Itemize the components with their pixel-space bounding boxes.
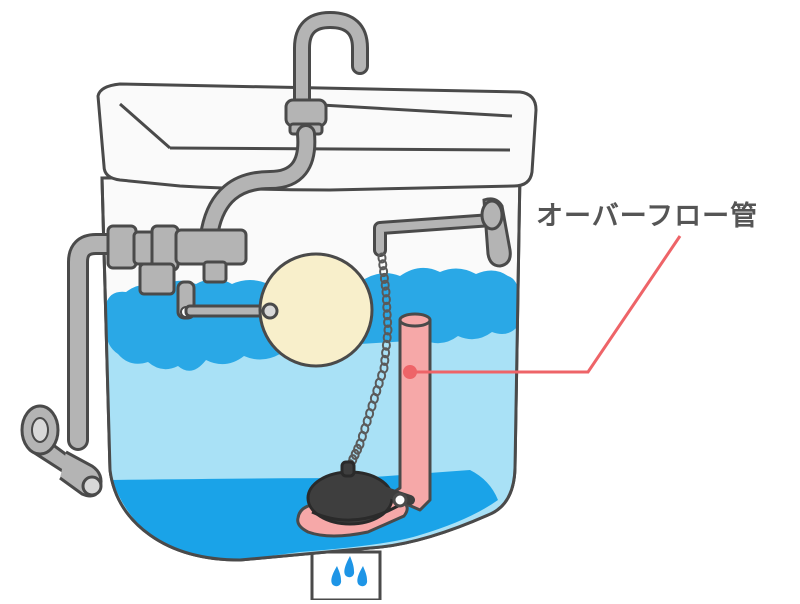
chain-link: [380, 279, 390, 291]
annotation-leader: [403, 235, 682, 379]
refill-pipe: [200, 124, 317, 256]
ball-tap-valve: [106, 224, 248, 320]
chain-link: [379, 272, 389, 284]
overflow-pipe: [386, 312, 432, 512]
chain-link: [382, 301, 392, 313]
chain-link: [382, 332, 392, 344]
chain-link: [377, 252, 387, 264]
overflow-pipe-label: オーバーフロー管: [536, 201, 759, 232]
chain-link: [379, 266, 389, 278]
chain-link: [381, 294, 391, 306]
float-ball-icon: [258, 252, 374, 368]
tank-outline: [100, 170, 522, 562]
chain-link: [381, 286, 391, 298]
chain-link: [383, 324, 393, 336]
water-drop-icon: [331, 556, 368, 587]
flapper-valve-icon: [296, 460, 415, 538]
chain-link: [383, 316, 393, 328]
chain-link: [382, 309, 392, 321]
chain-link: [381, 339, 391, 351]
chain-icon: [345, 252, 393, 471]
chain-link: [380, 354, 390, 366]
supply-pipe: [20, 233, 131, 498]
flush-lever: [373, 197, 512, 268]
tank-lid: [96, 82, 538, 192]
chain-link: [381, 347, 391, 359]
chain-link: [378, 259, 388, 271]
